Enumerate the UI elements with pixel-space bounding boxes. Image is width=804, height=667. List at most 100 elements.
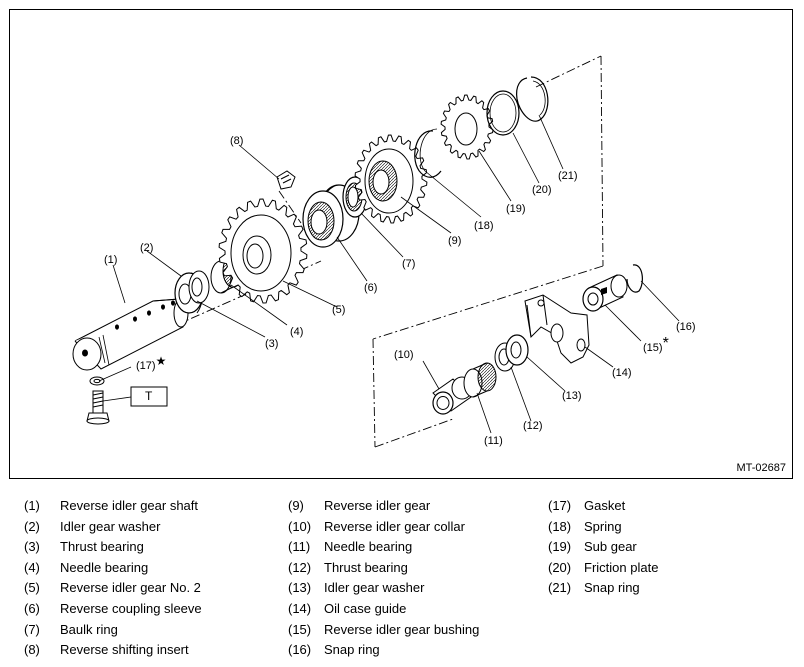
legend-item-number: (11)	[288, 539, 311, 555]
legend-item: (21) Snap ring	[548, 578, 658, 599]
callout-7: (7)	[402, 258, 416, 270]
legend-item-number: (8)	[24, 642, 40, 658]
callout-15: (15)*	[643, 336, 669, 355]
legend-item-label: Needle bearing	[60, 559, 149, 575]
callout-13: (13)	[562, 390, 582, 402]
callout-16: (16)	[676, 321, 696, 333]
legend-item-number: (20)	[548, 559, 572, 575]
legend-item-label: Reverse coupling sleeve	[60, 600, 202, 616]
legend-item-number: (13)	[288, 580, 312, 596]
callout-18: (18)	[474, 220, 494, 232]
legend-item: (19) Sub gear	[548, 537, 658, 558]
legend-item-label: Baulk ring	[60, 621, 118, 637]
alignment-guide-upper	[128, 55, 604, 448]
legend-item-number: (10)	[288, 518, 312, 534]
legend-column-3: (17)Gasket(18) Spring (19) Sub gear (20)Fric…	[548, 496, 658, 599]
callout-12: (12)	[523, 420, 543, 432]
spring	[414, 128, 442, 178]
leader-lines	[98, 114, 680, 434]
legend-item: (6) Reverse coupling sleeve	[24, 599, 202, 620]
snap-ring-right	[626, 264, 643, 293]
oil-case-guide	[524, 294, 590, 364]
snap-ring-upper	[516, 76, 549, 122]
legend-item: (13)Idler gear washer	[288, 578, 479, 599]
torque-label: T	[145, 389, 153, 403]
legend-item: (20)Friction plate	[548, 558, 658, 579]
reference-code: MT-02687	[736, 462, 786, 474]
reverse-idler-gear	[354, 134, 428, 224]
legend-item-label: Oil case guide	[324, 600, 407, 616]
legend-item-number: (14)	[288, 600, 312, 616]
legend-item-label: Reverse idler gear collar	[324, 518, 465, 534]
reverse-idler-gear-collar	[432, 376, 473, 415]
exploded-view	[72, 55, 680, 448]
callout-14: (14)	[612, 367, 632, 379]
legend-item: (12) Thrust bearing	[288, 558, 479, 579]
callout-4: (4)	[290, 326, 304, 338]
legend-item: (18) Spring	[548, 517, 658, 538]
legend-item: (17)Gasket	[548, 496, 658, 517]
legend-item-number: (16)	[288, 642, 312, 658]
legend-item-label: Thrust bearing	[324, 559, 408, 575]
legend-item-label: Needle bearing	[324, 539, 413, 555]
asterisk-mark: *	[662, 335, 669, 352]
legend-column-2: (9)Reverse idler gear(10) Reverse idler g…	[288, 496, 479, 661]
legend-item: (7)Baulk ring	[24, 620, 202, 641]
legend-item-number: (6)	[24, 600, 40, 616]
legend-item-number: (12)	[288, 559, 312, 575]
legend-item-label: Gasket	[584, 498, 626, 513]
sub-gear	[440, 94, 494, 160]
legend-item-number: (19)	[548, 539, 572, 555]
legend-column-1: (1) Reverse idler gear shaft (2) Idler gear…	[24, 496, 202, 661]
callout-3: (3)	[265, 338, 279, 350]
legend-item: (11) Needle bearing	[288, 537, 479, 558]
legend-item-number: (2)	[24, 518, 40, 534]
callout-8: (8)	[230, 135, 244, 147]
legend-item-label: Sub gear	[584, 539, 637, 555]
legend-item-number: (4)	[24, 559, 40, 575]
callout-21: (21)	[558, 170, 578, 182]
legend-item-label: Snap ring	[584, 580, 640, 596]
legend-item-label: Reverse idler gear shaft	[60, 498, 199, 513]
reverse-shifting-insert	[276, 170, 296, 190]
legend-item-label: Reverse idler gear bushing	[324, 621, 480, 637]
legend-item-number: (9)	[288, 498, 304, 513]
legend-item-number: (1)	[24, 498, 40, 513]
diagram-frame: (1) (2) (3) (4) (5) (6) (7) (8) (9) (10)…	[9, 9, 793, 479]
callout-20: (20)	[532, 184, 552, 196]
legend-item: (2) Idler gear washer	[24, 517, 202, 538]
legend-item-label: Thrust bearing	[60, 539, 144, 555]
legend-item-label: Spring	[584, 518, 622, 534]
legend-item-label: Reverse idler gear No. 2	[60, 580, 201, 596]
callout-1: (1)	[104, 254, 118, 266]
callout-6: (6)	[364, 282, 378, 294]
legend-item: (1) Reverse idler gear shaft	[24, 496, 202, 517]
callout-5: (5)	[332, 304, 346, 316]
reverse-idler-gear-shaft	[72, 296, 198, 371]
reverse-idler-gear-bushing	[582, 274, 628, 312]
legend-item-label: Reverse shifting insert	[60, 642, 189, 658]
legend-item-number: (18)	[548, 518, 572, 534]
legend-item: (8) Reverse shifting insert	[24, 640, 202, 661]
legend-item: (10) Reverse idler gear collar	[288, 517, 479, 538]
legend-item-number: (21)	[548, 580, 572, 596]
needle-bearing-right	[463, 362, 497, 398]
torque-box	[130, 386, 168, 407]
callout-19: (19)	[506, 203, 526, 215]
bolt	[86, 390, 110, 425]
legend-item: (4) Needle bearing	[24, 558, 202, 579]
callout-17: (17)★	[136, 355, 166, 372]
idler-gear-washer-right	[505, 334, 529, 366]
legend-item: (9)Reverse idler gear	[288, 496, 479, 517]
callout-15-number: (15)	[643, 342, 663, 354]
legend-item-number: (5)	[24, 580, 40, 596]
legend-item-number: (15)	[288, 621, 312, 637]
legend-item-label: Idler gear washer	[60, 518, 161, 534]
legend-item-label: Snap ring	[324, 642, 380, 658]
star-mark: ★	[155, 354, 167, 368]
legend-item: (3)Thrust bearing	[24, 537, 202, 558]
callout-10: (10)	[394, 349, 414, 361]
reverse-coupling-sleeve	[302, 184, 360, 248]
gasket	[89, 376, 105, 386]
callout-9: (9)	[448, 235, 462, 247]
